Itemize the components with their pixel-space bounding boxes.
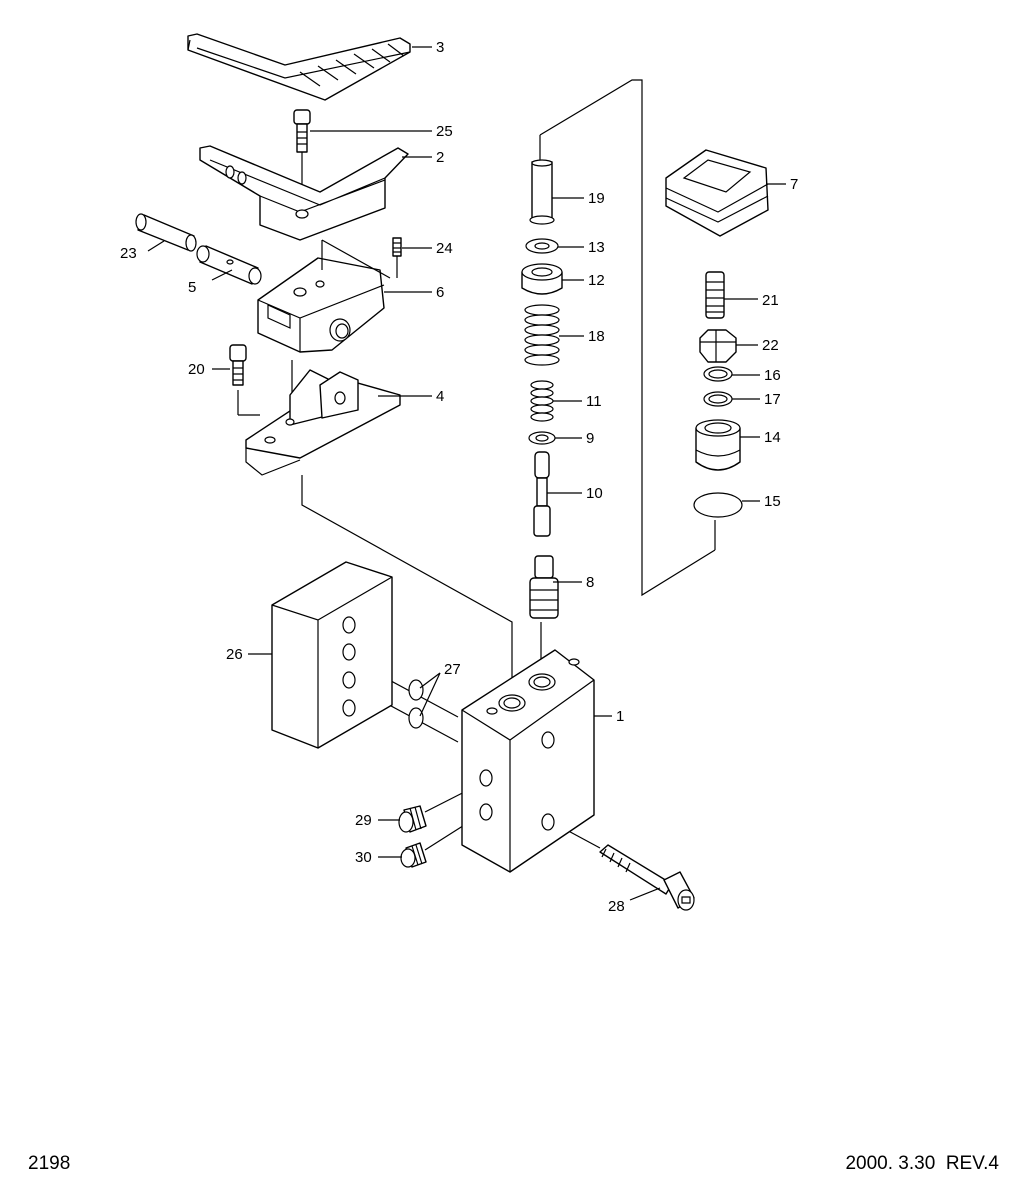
callout-25: 25 [436, 123, 453, 140]
callout-7: 7 [790, 176, 798, 193]
callout-10: 10 [586, 485, 603, 502]
part-15-o-ring [693, 492, 743, 518]
part-29-plug [398, 805, 427, 833]
callout-labels: 1 2 3 4 5 6 7 8 9 10 11 12 13 14 15 16 1… [120, 39, 798, 915]
part-9-washer [528, 431, 556, 445]
revision-date: 2000. 3.30 REV.4 [845, 1153, 999, 1174]
callout-20: 20 [188, 361, 205, 378]
part-4-base-bracket [245, 369, 401, 476]
part-14-plug [695, 419, 741, 471]
callout-15: 15 [764, 493, 781, 510]
part-28-cap-screw [599, 844, 695, 911]
callout-28: 28 [608, 898, 625, 915]
part-10-spool [533, 451, 551, 537]
part-6-block [257, 239, 391, 353]
leader-lines [147, 46, 786, 901]
part-8-spool [529, 555, 559, 619]
part-23-pin [135, 213, 197, 252]
part-26-plate [271, 561, 393, 749]
part-24-set-screw [392, 237, 402, 278]
callout-16: 16 [764, 367, 781, 384]
part-22-nut [699, 329, 737, 363]
callout-5: 5 [188, 279, 196, 296]
part-30-plug [400, 842, 427, 868]
callout-19: 19 [588, 190, 605, 207]
callout-1: 1 [616, 708, 624, 725]
callout-26: 26 [226, 646, 243, 663]
callout-24: 24 [436, 240, 453, 257]
part-11-spring [530, 380, 554, 422]
part-13-washer [525, 238, 559, 254]
callout-9: 9 [586, 430, 594, 447]
part-1-valve-body [461, 649, 595, 873]
callout-18: 18 [588, 328, 605, 345]
callout-27: 27 [444, 661, 461, 678]
part-7-boot [665, 149, 769, 237]
part-12-spring-seat [521, 263, 563, 295]
part-25-screw [293, 109, 311, 153]
callout-14: 14 [764, 429, 781, 446]
callout-13: 13 [588, 239, 605, 256]
part-21-threaded-rod [705, 271, 725, 319]
callout-22: 22 [762, 337, 779, 354]
part-27-o-rings [408, 679, 424, 729]
part-3-pedal-cover [187, 33, 411, 101]
callout-12: 12 [588, 272, 605, 289]
callout-4: 4 [436, 388, 444, 405]
part-19-plunger [529, 159, 555, 225]
callout-2: 2 [436, 149, 444, 166]
part-18-spring [524, 304, 560, 366]
callout-30: 30 [355, 849, 372, 866]
part-16-ring [703, 366, 733, 382]
callout-17: 17 [764, 391, 781, 408]
callout-23: 23 [120, 245, 137, 262]
drawing-number: 2198 [28, 1153, 71, 1174]
callout-21: 21 [762, 292, 779, 309]
callout-11: 11 [586, 393, 602, 410]
part-17-ring [703, 391, 733, 407]
part-20-bolt [229, 344, 247, 386]
callout-6: 6 [436, 284, 444, 301]
callout-8: 8 [586, 574, 594, 591]
part-2-pedal-bracket [199, 145, 409, 241]
part-5-pin [196, 245, 262, 285]
callout-3: 3 [436, 39, 444, 56]
callout-29: 29 [355, 812, 372, 829]
